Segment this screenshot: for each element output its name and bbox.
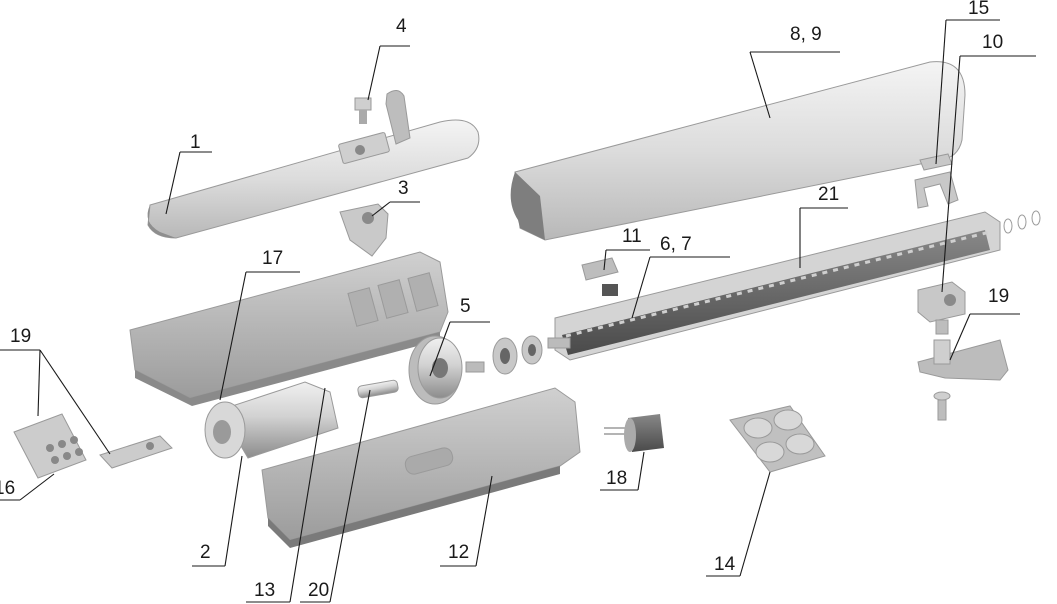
part-motor xyxy=(204,381,339,459)
label-5: 5 xyxy=(460,296,471,317)
part-drive-rail xyxy=(547,211,1001,361)
label-2: 2 xyxy=(200,542,211,563)
callout-labels: 1 4 3 8, 9 15 10 21 11 6, 7 17 5 19 19 1… xyxy=(0,0,1009,601)
label-18: 18 xyxy=(606,468,627,489)
label-17: 17 xyxy=(262,248,283,269)
part-main-cover xyxy=(510,61,966,241)
label-14: 14 xyxy=(714,554,736,575)
label-13: 13 xyxy=(254,580,275,601)
label-12: 12 xyxy=(448,542,469,563)
part-gear-wheel xyxy=(408,335,485,405)
part-base-plate xyxy=(261,387,581,548)
label-1: 1 xyxy=(190,132,201,153)
leader-lines xyxy=(0,19,1036,603)
label-16: 16 xyxy=(0,478,15,499)
part-limit-switch xyxy=(581,257,619,296)
part-gearbox-housing xyxy=(129,251,449,406)
label-19-left: 19 xyxy=(10,326,31,347)
label-10: 10 xyxy=(982,32,1003,53)
part-bracket-left xyxy=(99,435,173,469)
label-4: 4 xyxy=(396,16,407,37)
part-bearings xyxy=(492,335,543,375)
label-6-7: 6, 7 xyxy=(660,234,692,255)
label-20: 20 xyxy=(308,580,329,601)
part-end-cover-left xyxy=(147,119,480,239)
part-bolt-clip xyxy=(354,90,411,145)
label-19-right: 19 xyxy=(988,286,1009,307)
label-11: 11 xyxy=(622,226,642,247)
label-15: 15 xyxy=(968,0,989,19)
label-8-9: 8, 9 xyxy=(790,24,822,45)
label-3: 3 xyxy=(398,178,409,199)
part-bracket xyxy=(339,203,389,257)
part-capacitor xyxy=(604,414,664,452)
part-carriage-block xyxy=(917,281,966,335)
part-bracket-right xyxy=(917,339,1009,421)
part-roller-block xyxy=(729,405,826,473)
part-end-washers xyxy=(1003,210,1041,234)
part-small-shaft xyxy=(357,379,399,399)
label-21: 21 xyxy=(818,184,839,205)
part-key-plate xyxy=(13,413,87,479)
